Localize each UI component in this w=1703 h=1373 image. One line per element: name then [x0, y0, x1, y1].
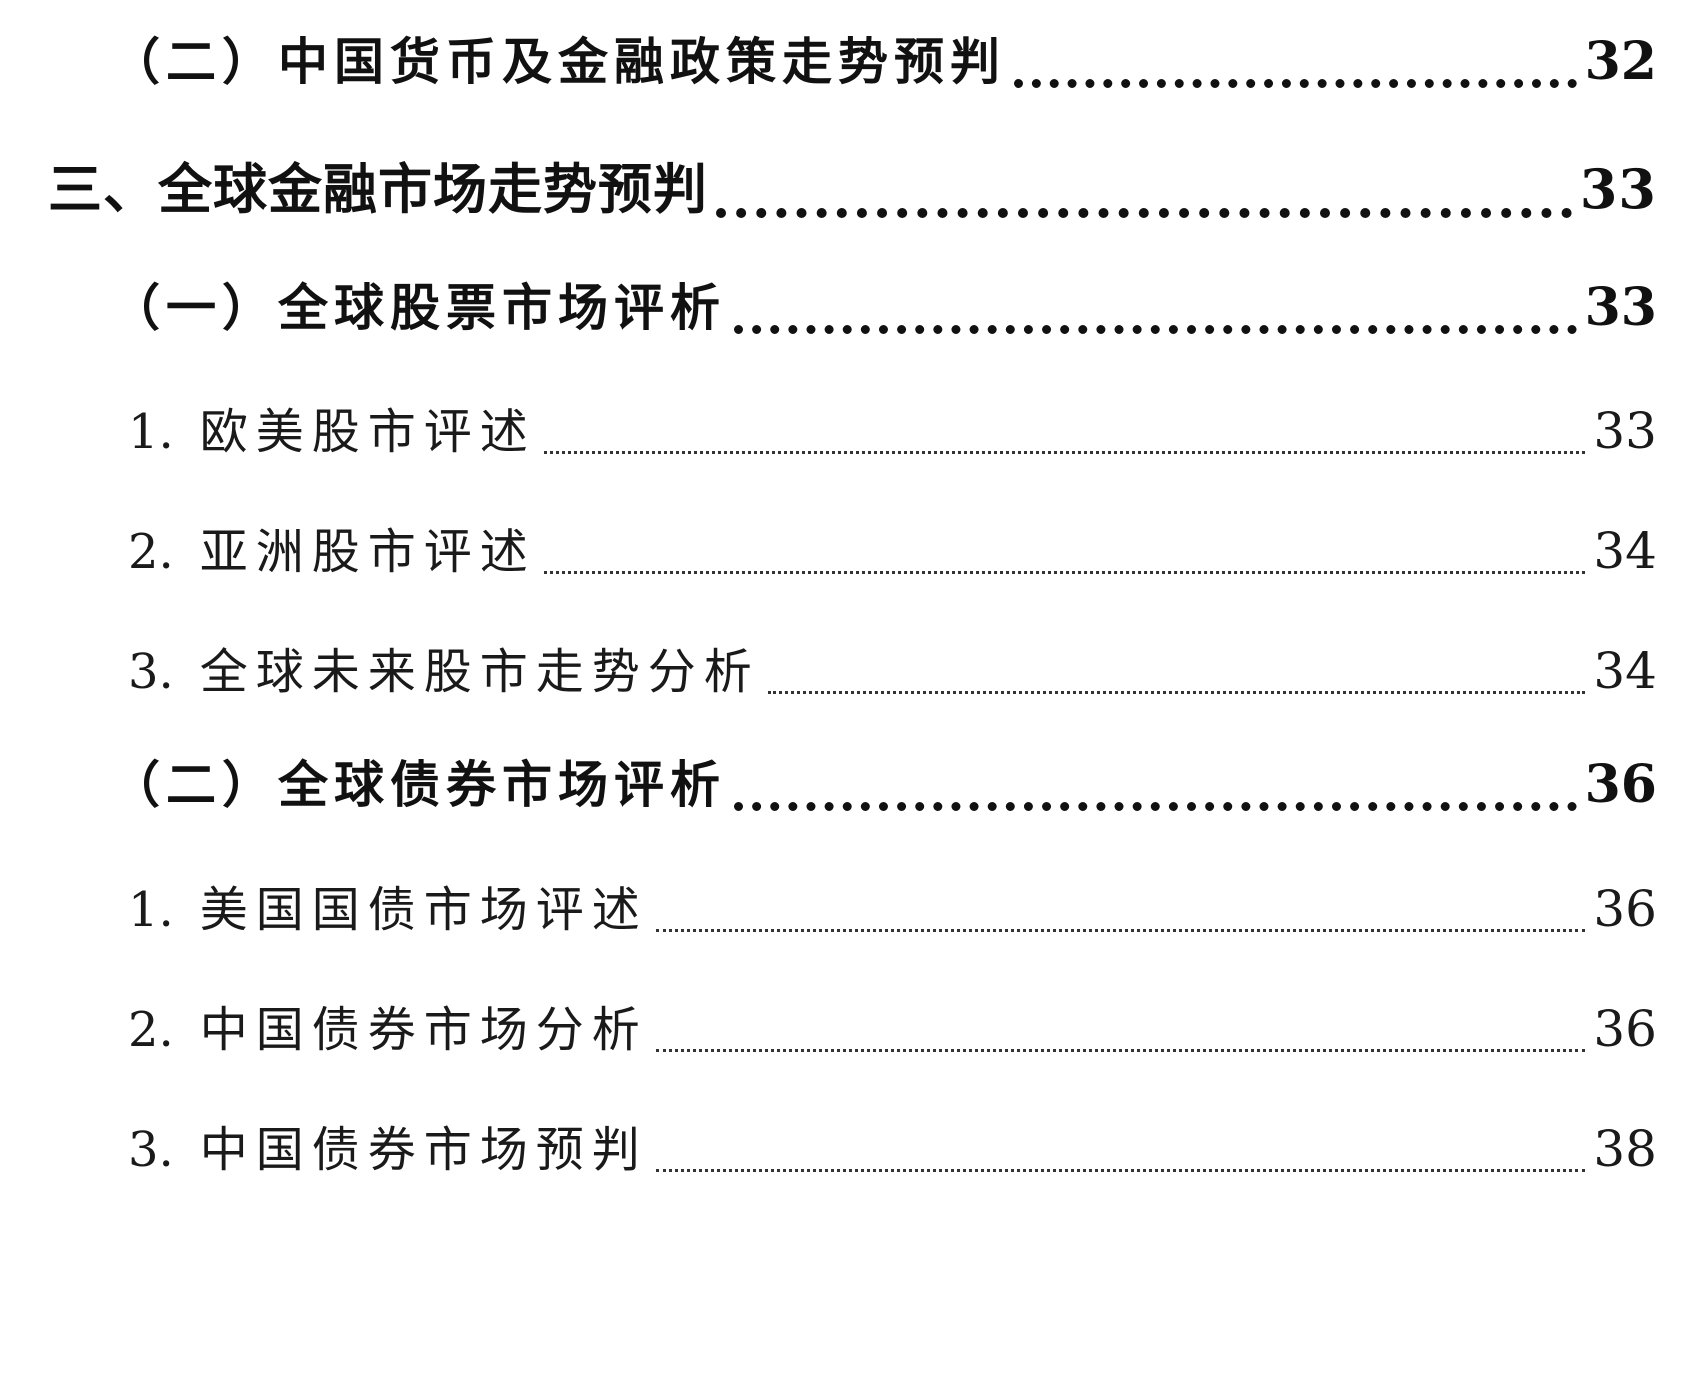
- toc-entry-number: 1.: [128, 404, 174, 460]
- toc-entry-title: （一）全球股票市场评析: [110, 278, 726, 337]
- toc-entry-title: 1. 美国国债市场评述: [128, 870, 648, 940]
- toc-entry-page: 32: [1584, 31, 1657, 92]
- toc-entry-number: 2.: [128, 1002, 174, 1058]
- toc-entry[interactable]: 2. 中国债券市场分析 36: [128, 990, 1657, 1060]
- dot-leader: [655, 1049, 1586, 1052]
- toc-entry[interactable]: 三、全球金融市场走势预判 33: [48, 145, 1657, 224]
- toc-entry-title: 3. 中国债券市场预判: [128, 1110, 648, 1180]
- toc-entry[interactable]: （二）中国货币及金融政策走势预判 32: [110, 22, 1657, 94]
- toc-entry-text: 中国债券市场分析: [199, 1002, 648, 1058]
- toc-entry[interactable]: 3. 全球未来股市走势分析 34: [128, 632, 1657, 702]
- toc-entry-number: 3.: [128, 1122, 174, 1178]
- toc-entry-page: 36: [1584, 754, 1657, 815]
- toc-entry-text: 欧美股市评述: [199, 404, 536, 460]
- dot-leader: [767, 691, 1586, 694]
- toc-entry-page: 33: [1579, 157, 1657, 221]
- toc-entry-page: 33: [1584, 277, 1657, 338]
- dot-leader: [734, 802, 1577, 811]
- dot-leader: [655, 929, 1586, 932]
- toc-entry-title: 1. 欧美股市评述: [128, 392, 536, 462]
- toc-entry-number: 2.: [128, 524, 174, 580]
- toc-entry[interactable]: （一）全球股票市场评析 33: [110, 268, 1657, 340]
- toc-entry-page: 36: [1593, 1000, 1657, 1058]
- toc-entry-page: 38: [1593, 1120, 1657, 1178]
- toc-entry-text: 美国国债市场评述: [199, 882, 648, 938]
- toc-entry[interactable]: 2. 亚洲股市评述 34: [128, 512, 1657, 582]
- dot-leader: [543, 451, 1586, 454]
- toc-entry-text: 亚洲股市评述: [199, 524, 536, 580]
- toc-entry-page: 34: [1593, 642, 1657, 700]
- toc-entry[interactable]: 1. 美国国债市场评述 36: [128, 870, 1657, 940]
- toc-entry-page: 36: [1593, 880, 1657, 938]
- toc-entry-title: （二）中国货币及金融政策走势预判: [110, 32, 1006, 91]
- toc-entry-page: 33: [1593, 402, 1657, 460]
- toc-entry-number: 1.: [128, 882, 174, 938]
- dot-leader: [734, 325, 1577, 334]
- toc-entry-title: （二）全球债券市场评析: [110, 755, 726, 814]
- toc-entry-title: 三、全球金融市场走势预判: [48, 158, 708, 221]
- toc-entry-text: 中国债券市场预判: [199, 1122, 648, 1178]
- toc-entry-number: 3.: [128, 644, 174, 700]
- toc-entry-page: 34: [1593, 522, 1657, 580]
- toc-entry[interactable]: 3. 中国债券市场预判 38: [128, 1110, 1657, 1180]
- toc-entry-title: 3. 全球未来股市走势分析: [128, 632, 760, 702]
- toc-entry[interactable]: （二）全球债券市场评析 36: [110, 745, 1657, 817]
- dot-leader: [543, 571, 1586, 574]
- toc-entry[interactable]: 1. 欧美股市评述 33: [128, 392, 1657, 462]
- toc-entry-text: 全球未来股市走势分析: [199, 644, 760, 700]
- dot-leader: [1014, 79, 1577, 88]
- toc-entry-title: 2. 亚洲股市评述: [128, 512, 536, 582]
- dot-leader: [655, 1169, 1586, 1172]
- dot-leader: [716, 208, 1572, 218]
- toc-entry-title: 2. 中国债券市场分析: [128, 990, 648, 1060]
